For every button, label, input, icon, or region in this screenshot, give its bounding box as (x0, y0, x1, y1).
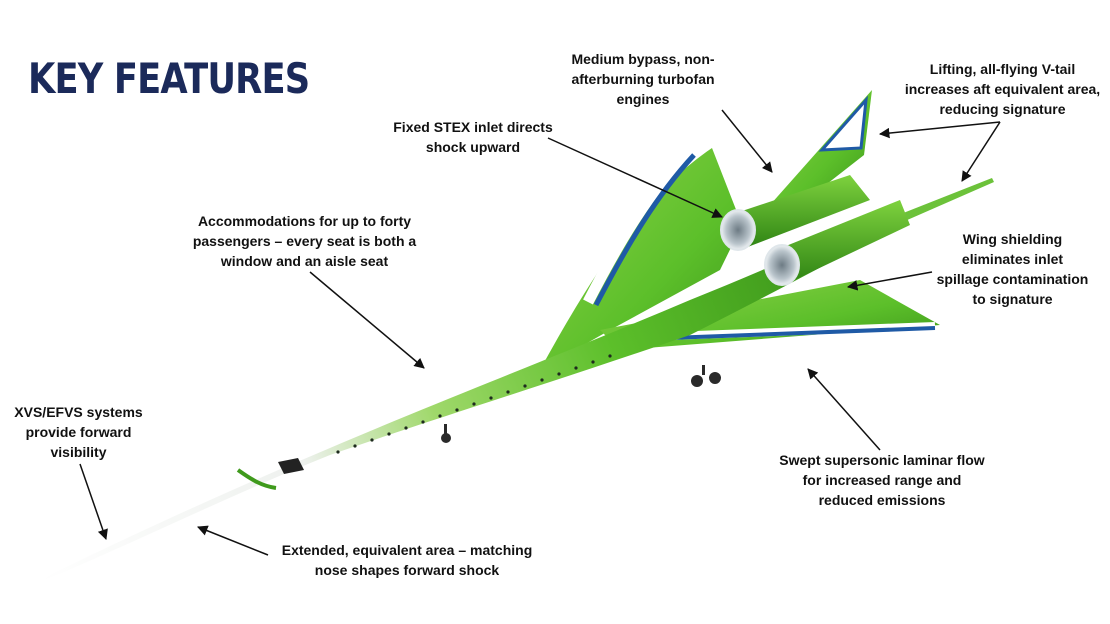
callout-nose: Extended, equivalent area – matching nos… (281, 542, 533, 578)
arrow-engines (721, 109, 773, 173)
arrow-vtail-boom (961, 121, 1001, 182)
callout-shielding: Wing shielding eliminates inlet spillage… (936, 231, 1089, 307)
arrow-cabin (309, 271, 425, 369)
callout-laminar: Swept supersonic laminar flow for increa… (779, 452, 985, 508)
left-wing-stripe-blue (593, 153, 696, 307)
cockpit-window (278, 458, 304, 474)
callout-inlet: Fixed STEX inlet directs shock upward (393, 119, 553, 155)
callout-engines: Medium bypass, non- afterburning turbofa… (571, 51, 715, 107)
callout-arrows (79, 109, 1001, 556)
upper-engine-nacelle (730, 175, 870, 248)
v-tail (770, 90, 872, 205)
nose-stripe (236, 468, 277, 490)
lower-engine-inlet (764, 244, 800, 286)
arrow-vision (79, 463, 108, 540)
lower-engine-nacelle (776, 200, 910, 282)
arrow-laminar (807, 368, 881, 451)
cabin-windows (336, 354, 612, 454)
v-tail-stripe (818, 95, 868, 152)
landing-gear (441, 365, 721, 443)
callout-vision: XVS/EFVS systems provide forward visibil… (14, 404, 143, 460)
left-wing-stripe-white (583, 146, 694, 305)
arrow-nose (197, 525, 269, 556)
upper-engine-inlet (720, 209, 756, 251)
arrow-shielding (846, 271, 933, 291)
page-title: KEY FEATURES (28, 54, 310, 103)
callout-vtail: Lifting, all-flying V-tail increases aft… (904, 61, 1101, 117)
callout-cabin: Accommodations for up to forty passenger… (192, 213, 417, 269)
arrow-vtail-fin (878, 121, 1001, 139)
arrow-inlet (547, 137, 723, 218)
fuselage (40, 222, 888, 582)
